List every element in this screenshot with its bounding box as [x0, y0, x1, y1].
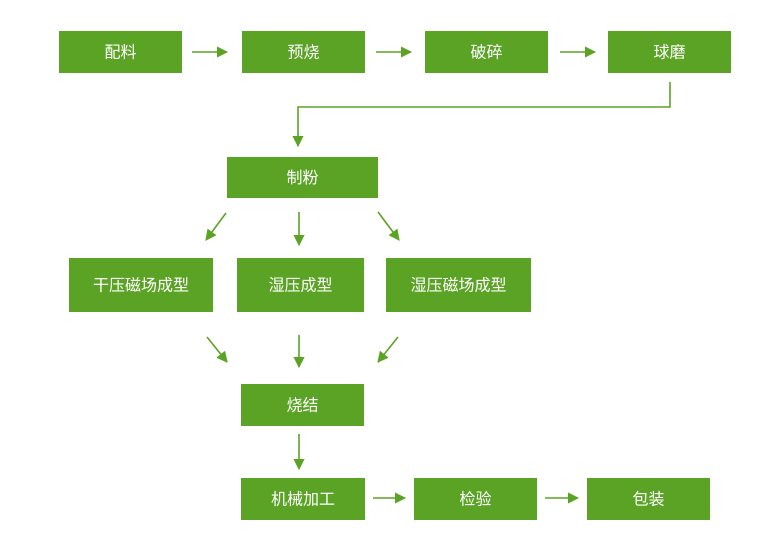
node-posui-label: 破碎: [470, 43, 502, 62]
node-yushao-label: 预烧: [287, 43, 319, 62]
edge-shiya-cichang-shaojie: [377, 336, 399, 363]
node-qiumo-label: 球磨: [653, 43, 685, 62]
node-shaojie: 烧结: [241, 384, 364, 426]
node-ganya-label: 干压磁场成型: [93, 276, 189, 295]
node-baozhuang: 包装: [587, 478, 710, 520]
node-shaojie-label: 烧结: [286, 396, 318, 415]
node-shiya-label: 湿压成型: [268, 276, 332, 295]
nodes: 配料 预烧 破碎 球磨 制粉 干压磁场成型 湿压成型 湿压磁场成型: [59, 31, 731, 520]
node-shiya-cichang-label: 湿压磁场成型: [410, 276, 506, 295]
edge-zhifen-shiya-cichang: [377, 211, 400, 241]
node-yushao: 预烧: [242, 31, 365, 73]
node-shiya-cichang: 湿压磁场成型: [386, 258, 531, 312]
node-jixie-label: 机械加工: [271, 490, 335, 509]
node-jixie: 机械加工: [241, 478, 365, 520]
edge-qiumo-zhifen: [292, 82, 671, 148]
node-posui: 破碎: [425, 31, 548, 73]
node-jianyan-label: 检验: [459, 490, 491, 509]
node-qiumo: 球磨: [608, 31, 731, 73]
edge-zhifen-ganya: [205, 212, 227, 241]
node-shiya: 湿压成型: [237, 258, 364, 312]
edge-ganya-shaojie: [206, 336, 228, 363]
node-peiliao-label: 配料: [104, 43, 136, 62]
node-zhifen: 制粉: [227, 157, 378, 198]
node-ganya: 干压磁场成型: [69, 258, 213, 312]
node-baozhuang-label: 包装: [632, 490, 664, 509]
node-jianyan: 检验: [414, 478, 537, 520]
node-peiliao: 配料: [59, 31, 182, 73]
edges: [192, 46, 671, 504]
node-zhifen-label: 制粉: [286, 168, 318, 187]
